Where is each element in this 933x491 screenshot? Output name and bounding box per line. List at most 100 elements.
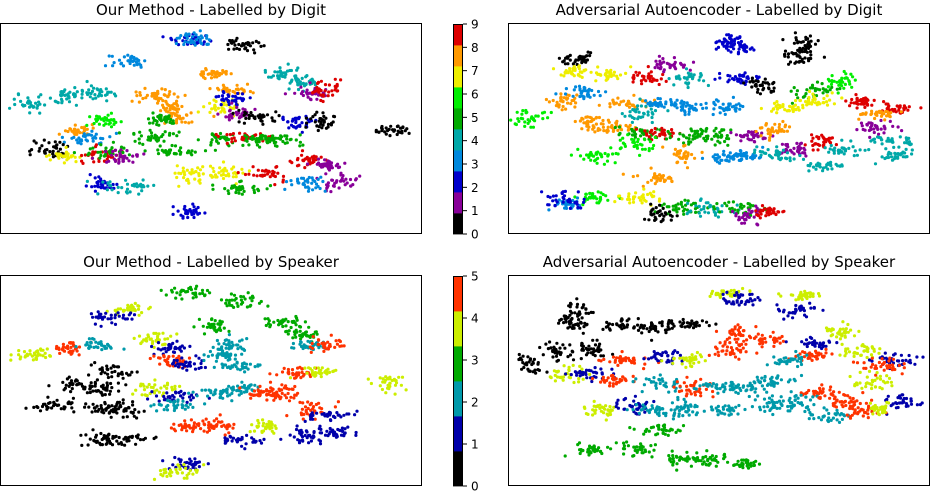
point [596,72,600,76]
point [319,375,323,379]
point [188,208,192,212]
point [810,133,814,137]
point [83,125,87,129]
point [907,105,911,109]
point [315,110,319,114]
cluster-13 [826,69,857,95]
point [336,89,340,93]
cluster-23 [591,121,638,134]
point [872,137,877,141]
point [166,95,170,99]
point [319,120,323,124]
cluster-34 [754,119,792,142]
point [81,134,86,138]
point [750,132,754,136]
point [156,152,161,156]
point [300,149,305,153]
point [327,83,331,87]
point [700,156,705,160]
cluster-22 [304,110,337,133]
point [328,344,332,348]
point [664,137,669,141]
point [160,87,164,91]
point [93,322,97,326]
point [529,125,533,129]
point [156,101,160,105]
cluster-16 [231,108,281,126]
point [140,311,144,315]
point [348,177,353,182]
point [517,119,521,123]
point [605,159,610,163]
point [766,148,770,152]
point [214,359,218,363]
point [308,345,312,349]
point [894,156,898,160]
point [95,184,99,188]
point [697,204,701,208]
point [286,120,290,124]
point [258,145,262,149]
point [863,148,867,152]
point [125,149,129,153]
point [649,107,653,111]
point [209,174,213,178]
point [210,317,214,321]
point [262,44,266,48]
point [777,128,781,132]
point [796,48,800,53]
point [840,76,844,80]
point [825,103,830,107]
point [749,156,753,160]
point [62,388,66,392]
point [769,212,773,216]
point [65,377,69,381]
point [110,404,114,408]
point [149,131,154,135]
cluster-15 [216,101,263,122]
point [687,133,692,137]
point [108,183,112,188]
point [110,386,114,390]
point [69,345,73,349]
point [259,119,263,123]
point [176,104,180,108]
point [757,75,761,79]
point [737,218,741,222]
point [323,83,328,87]
point [230,140,234,144]
point [130,303,134,307]
point [107,411,111,415]
point [721,102,725,106]
point [178,384,182,388]
point [639,79,644,83]
point [225,169,229,173]
point [583,55,587,59]
point [217,94,221,98]
point [762,86,766,90]
point [811,165,816,169]
point [867,148,871,152]
point [691,134,695,138]
point [303,166,307,170]
point [720,128,724,132]
point [769,207,773,211]
point [602,129,606,133]
point [791,109,795,114]
point [137,184,141,188]
point [274,165,278,169]
point [902,104,907,108]
point [194,170,198,174]
point [162,391,166,395]
point [737,158,741,162]
point [224,69,228,74]
point [682,153,686,157]
point [641,115,645,119]
point [232,90,236,94]
point [802,146,806,150]
point [621,141,626,145]
point [754,74,759,79]
point [93,176,97,180]
point [778,151,782,155]
point [175,358,179,363]
